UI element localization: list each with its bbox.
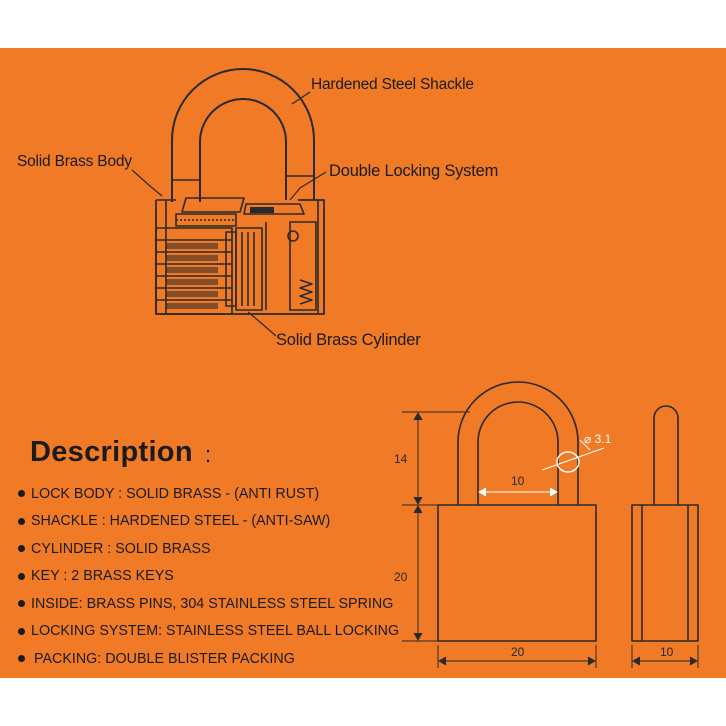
dim-body-height: 20 xyxy=(394,570,408,584)
dim-body-width: 20 xyxy=(511,645,525,659)
cutaway-shackle xyxy=(171,68,315,202)
shackle-diameter-marker xyxy=(556,451,580,473)
front-view xyxy=(402,381,605,668)
bullet-icon xyxy=(18,572,25,580)
description-heading: Description xyxy=(30,436,193,468)
spec-item: LOCKING SYSTEM: STAINLESS STEEL BALL LOC… xyxy=(18,618,399,646)
callout-leaders xyxy=(131,91,327,337)
cutaway-cylinder xyxy=(235,227,263,311)
dim-shackle-diameter: ⌀ 3.1 xyxy=(584,432,612,446)
callout-hardened-steel-shackle: Hardened Steel Shackle xyxy=(311,76,474,93)
spec-list: LOCK BODY : SOLID BRASS - (ANTI RUST) SH… xyxy=(18,480,399,673)
spec-item: PACKING: DOUBLE BLISTER PACKING xyxy=(18,645,399,673)
spec-item: INSIDE: BRASS PINS, 304 STAINLESS STEEL … xyxy=(18,590,399,618)
dim-shackle-inner-width: 10 xyxy=(511,474,525,488)
dim-side-width: 10 xyxy=(660,645,674,659)
inner-width-dimension xyxy=(478,487,558,497)
dim-shackle-height: 14 xyxy=(394,452,408,466)
bullet-icon xyxy=(18,655,25,663)
diameter-symbol-icon: ⌀ xyxy=(584,432,592,446)
side-view xyxy=(631,405,699,668)
pin-stack xyxy=(155,227,233,315)
spec-item: LOCK BODY : SOLID BRASS - (ANTI RUST) xyxy=(18,480,399,508)
callout-solid-brass-cylinder: Solid Brass Cylinder xyxy=(276,331,421,349)
bullet-icon xyxy=(18,600,25,608)
bullet-icon xyxy=(18,490,25,498)
bullet-icon xyxy=(18,517,25,525)
front-body xyxy=(437,504,597,642)
spec-item: CYLINDER : SOLID BRASS xyxy=(18,535,399,563)
body-width-dimension xyxy=(437,645,597,668)
cutaway-padlock xyxy=(155,68,325,315)
bullet-icon xyxy=(18,545,25,553)
side-body xyxy=(631,504,699,642)
side-width-dimension xyxy=(631,645,699,668)
orange-panel xyxy=(0,48,726,678)
description-colon: : xyxy=(205,442,212,467)
spec-item: KEY : 2 BRASS KEYS xyxy=(18,563,399,591)
callout-double-locking-system: Double Locking System xyxy=(329,162,499,180)
front-shackle xyxy=(457,381,579,505)
side-shackle xyxy=(653,405,679,505)
callout-solid-brass-body: Solid Brass Body xyxy=(17,153,132,170)
vertical-dimension xyxy=(402,411,470,642)
bullet-icon xyxy=(18,627,25,635)
spec-item: SHACKLE : HARDENED STEEL - (ANTI-SAW) xyxy=(18,508,399,536)
